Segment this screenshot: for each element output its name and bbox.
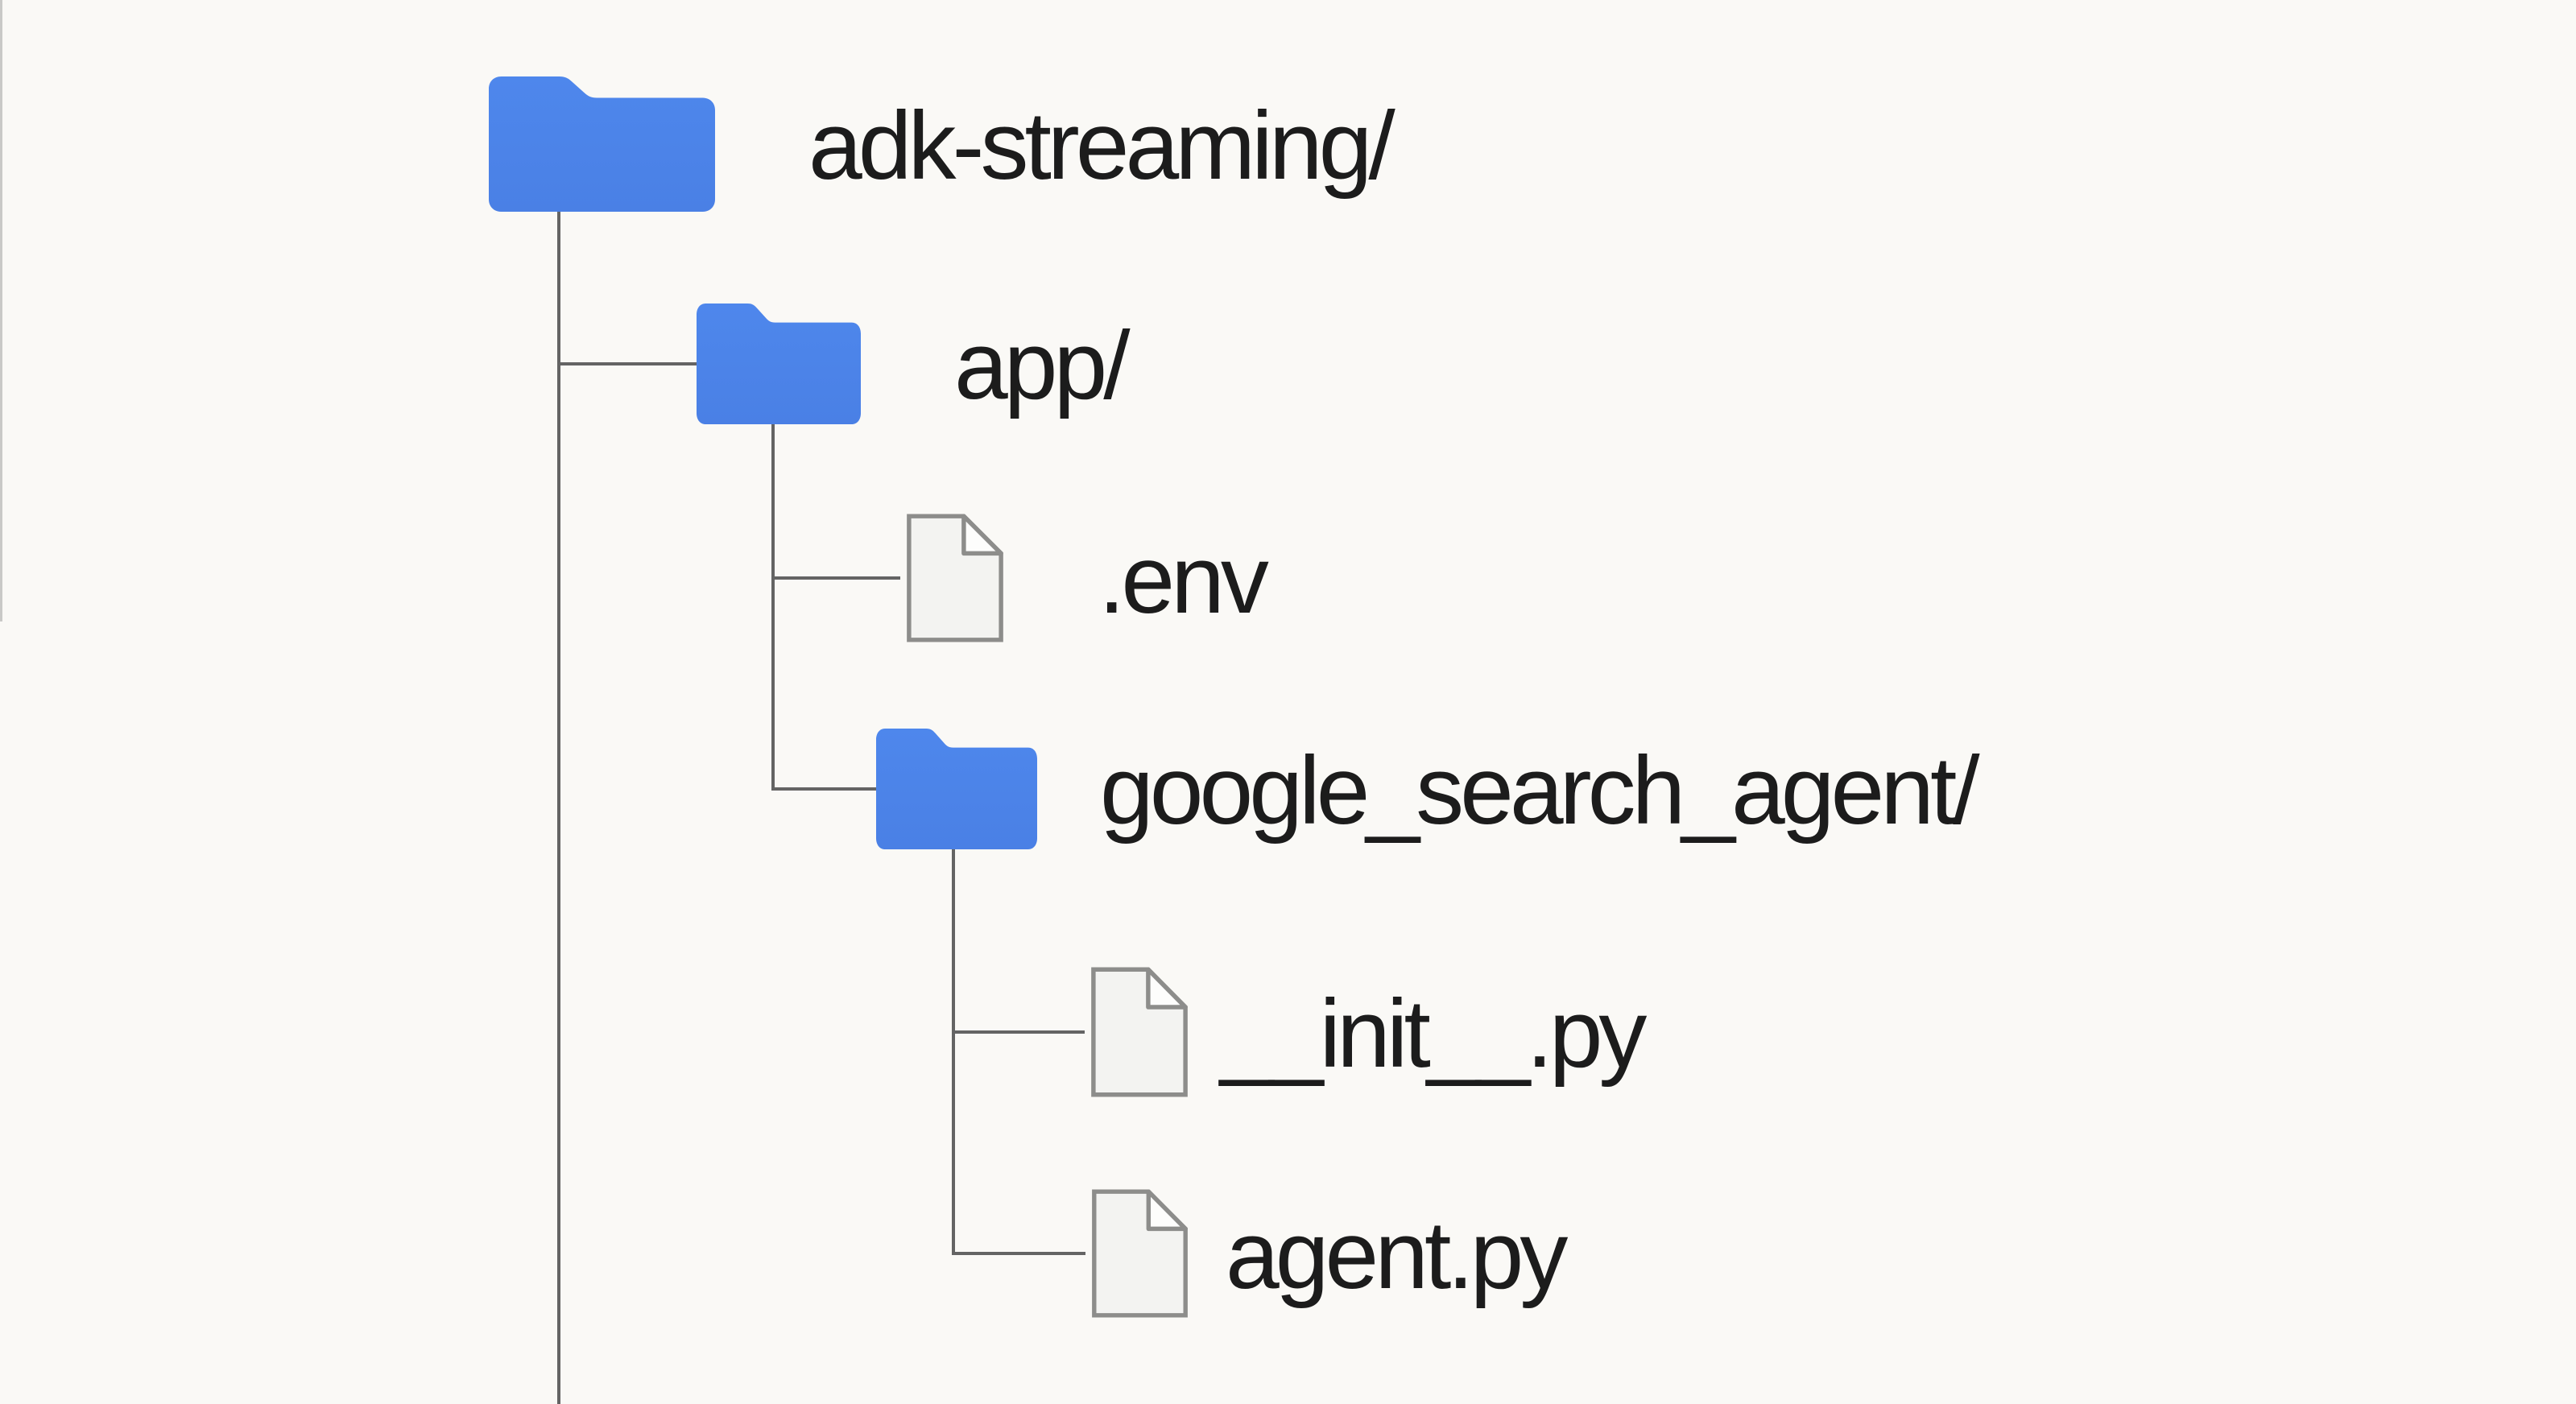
node-label: __init__.py <box>1220 980 1647 1088</box>
connector-root-vertical <box>557 210 560 1404</box>
file-icon <box>1085 963 1194 1101</box>
folder-icon <box>489 76 715 212</box>
node-label: google_search_agent/ <box>1100 737 1980 844</box>
file-icon <box>1085 1185 1194 1322</box>
connector-init-branch <box>953 1030 1085 1034</box>
node-label: app/ <box>954 312 1131 419</box>
folder-icon <box>876 729 1037 849</box>
file-icon <box>900 510 1010 646</box>
node-label: agent.py <box>1226 1201 1568 1309</box>
connector-google-agent-branch <box>773 787 876 791</box>
connector-app-vertical <box>771 424 775 791</box>
node-label: .env <box>1098 526 1269 634</box>
node-label: adk-streaming/ <box>808 92 1396 200</box>
connector-env-branch <box>773 576 900 580</box>
folder-icon <box>697 304 861 424</box>
connector-google-agent-vertical <box>952 849 955 1255</box>
connector-agent-branch <box>953 1252 1085 1255</box>
connector-app-branch <box>559 362 697 365</box>
left-edge-line <box>0 0 2 621</box>
